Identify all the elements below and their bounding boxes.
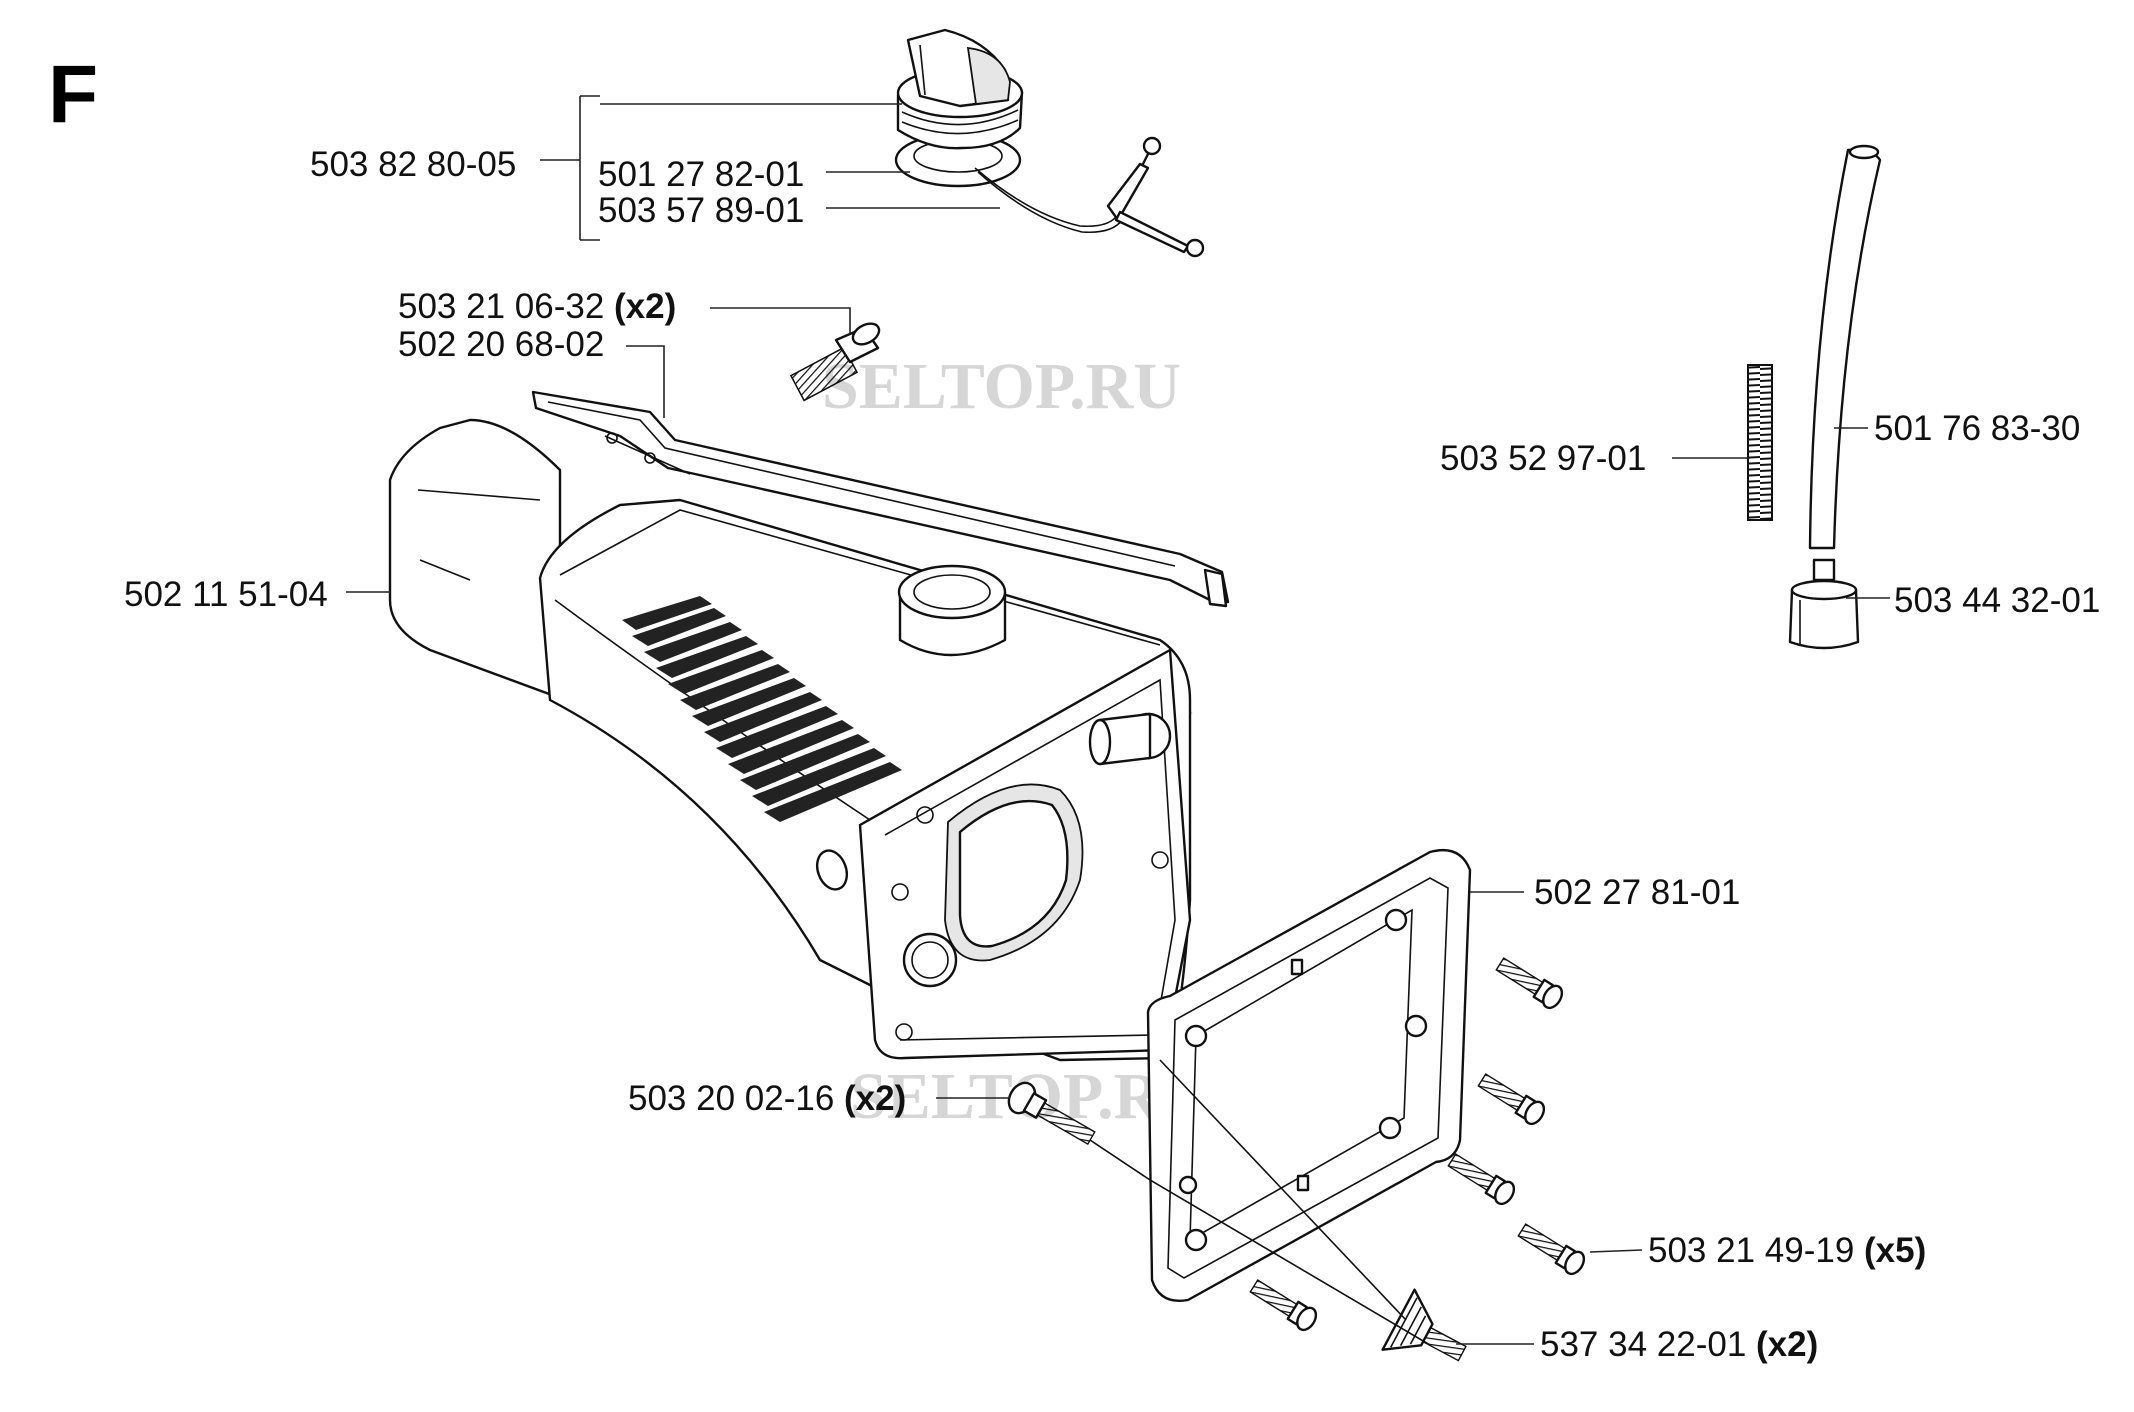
quantity-label: (x5) [1864,1231,1926,1270]
part-label: 502 20 68-02 [398,325,604,364]
housing-drawing [388,418,1192,1062]
cover-screws-drawing [1249,957,1586,1332]
frame-cover-drawing [1146,848,1472,1302]
section-letter: F [48,49,98,140]
part-label: 503 57 89-01 [598,191,804,230]
part-label: 537 34 22-01 (x2) [1540,1325,1818,1364]
quantity-label: (x2) [614,287,676,326]
part-label: 501 27 82-01 [598,155,804,194]
part-label: 503 20 02-16 (x2) [628,1079,906,1118]
quantity-label: (x2) [844,1079,906,1118]
part-label: 501 76 83-30 [1874,409,2080,448]
part-label: 502 11 51-04 [124,575,328,614]
part-label: 503 44 32-01 [1894,581,2100,620]
part-label: 503 52 97-01 [1440,439,1646,478]
part-label: 502 27 81-01 [1534,873,1740,912]
fuel-line-drawing [1747,144,1882,650]
quantity-label: (x2) [1756,1325,1818,1364]
screw-and-spring-drawing [1007,1059,1467,1362]
leader-lines [346,95,1890,1345]
handle-bracket-drawing [531,322,1230,608]
part-label: 503 82 80-05 [310,145,516,184]
part-label: 503 21 06-32 (x2) [398,287,676,326]
watermark-text: SELTOP.RU [822,350,1181,423]
fuel-cap-drawing [894,28,1205,258]
part-label: 503 21 49-19 (x5) [1648,1231,1926,1270]
